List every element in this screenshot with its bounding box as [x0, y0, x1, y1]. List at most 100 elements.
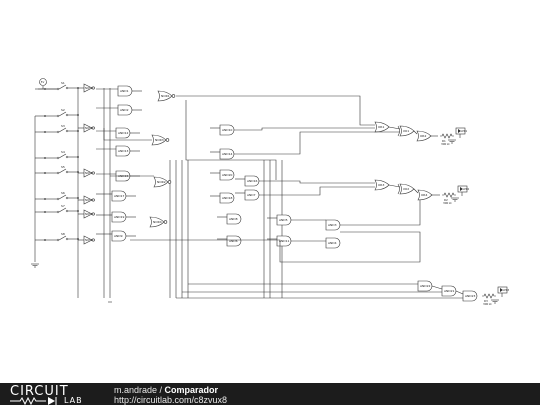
- led-label: LED3: [503, 289, 510, 292]
- gate-label: AND10: [222, 128, 233, 132]
- and-gate-and11[interactable]: AND11: [276, 235, 292, 247]
- junction-dot: [44, 198, 46, 200]
- and-gate-and4[interactable]: AND4: [325, 237, 341, 249]
- gate-label: AND7: [247, 193, 256, 197]
- not-gate-not5[interactable]: NOT5: [83, 209, 95, 219]
- switch-s3[interactable]: S3: [56, 124, 69, 134]
- and-gate-and22[interactable]: AND22: [417, 280, 433, 292]
- and-gate-and1[interactable]: AND1: [117, 85, 133, 97]
- gate-label: AND22: [420, 284, 431, 288]
- and-gate-and9[interactable]: AND9: [111, 230, 127, 242]
- or-gate-or3[interactable]: OR3: [374, 179, 390, 191]
- gate-label: AND9: [114, 234, 123, 238]
- xor-gate-xo1[interactable]: XO1: [397, 125, 415, 137]
- logo-circuit-text: CIRCUIT: [10, 384, 69, 399]
- and-gate-and23[interactable]: AND23: [462, 290, 478, 302]
- voltage-source[interactable]: 5V: [39, 78, 47, 86]
- credit-separator: /: [157, 385, 165, 395]
- wire: [103, 128, 152, 141]
- and-gate-and18[interactable]: AND18: [219, 192, 235, 204]
- nor-gate-nor4[interactable]: NOR4: [149, 216, 168, 228]
- switch-s1[interactable]: S1: [56, 81, 69, 91]
- and-gate-and20[interactable]: AND20: [219, 169, 235, 181]
- led-label: LED1: [461, 130, 468, 133]
- resistor-value: 300 Ω: [443, 201, 452, 205]
- junction-dot: [44, 115, 46, 117]
- and-gate-and16[interactable]: AND16: [244, 175, 260, 187]
- ground-icon: [31, 263, 39, 268]
- and-gate-and10[interactable]: AND10: [219, 124, 235, 136]
- and-gate-and2[interactable]: AND2: [117, 104, 133, 116]
- resistor-label: R3: [484, 299, 488, 303]
- and-gate-and17[interactable]: AND17: [111, 190, 127, 202]
- switch-s2[interactable]: S2: [56, 108, 69, 118]
- ground-icon: [491, 299, 499, 304]
- not-gate-not6[interactable]: NOT6: [83, 235, 95, 245]
- and-gate-and21[interactable]: AND21: [441, 285, 457, 297]
- and-gate-and13[interactable]: AND13: [115, 145, 131, 157]
- and-gate-and5[interactable]: AND5: [276, 214, 292, 226]
- logo-wire-icon: [10, 396, 57, 405]
- switch-s6[interactable]: S6: [56, 191, 69, 201]
- wire: [185, 100, 277, 180]
- nor-gate-nor2[interactable]: NOR2: [153, 176, 172, 188]
- gate-label: NOR1: [161, 94, 170, 98]
- wire: [259, 186, 375, 196]
- or-gate-or4[interactable]: OR4: [417, 189, 433, 201]
- junction-dot: [44, 157, 46, 159]
- and-gate-and3[interactable]: AND3: [325, 219, 341, 231]
- and-gate-and19[interactable]: AND19: [111, 211, 127, 223]
- gate-label: XO2: [403, 187, 409, 191]
- resistor-value: 300 Ω: [483, 302, 492, 306]
- gate-label: AND2: [120, 108, 129, 112]
- circuit-url-link[interactable]: http://circuitlab.com/c8zvux8: [114, 395, 228, 405]
- or-gate-or2[interactable]: OR2: [416, 130, 432, 142]
- led-label: LED2: [463, 188, 470, 191]
- not-gate-not3[interactable]: NOT3: [83, 168, 95, 178]
- gate-label: NOT2: [85, 126, 93, 130]
- and-gate-and12[interactable]: AND12: [115, 127, 131, 139]
- xor-gate-xo2[interactable]: XO2: [397, 183, 415, 195]
- led-led3[interactable]: LED3: [497, 286, 510, 294]
- switch-label: S1: [61, 81, 65, 85]
- gate-label: AND13: [118, 149, 129, 153]
- gate-label: AND19: [114, 215, 125, 219]
- gate-label: AND21: [444, 289, 455, 293]
- nor-gate-nor1[interactable]: NOR1: [157, 90, 176, 102]
- switch-s4[interactable]: S4: [56, 150, 69, 160]
- switch-s7[interactable]: S7: [56, 204, 69, 214]
- not-gate-not4[interactable]: NOT4: [83, 195, 95, 205]
- author-link[interactable]: m.andrade: [114, 385, 158, 395]
- not-gate-not1[interactable]: NOT1: [83, 83, 95, 93]
- junction-dot: [44, 211, 46, 213]
- gate-label: AND23: [465, 294, 476, 298]
- led-led2[interactable]: LED2: [457, 185, 470, 193]
- switch-s8[interactable]: S8: [56, 232, 69, 242]
- switch-s5[interactable]: S5: [56, 165, 69, 175]
- ground-icon: [451, 197, 459, 202]
- or-gate-or1[interactable]: OR1: [374, 121, 390, 133]
- gate-label: NOT3: [85, 171, 93, 175]
- and-gate-and14[interactable]: AND14: [219, 148, 235, 160]
- junction-dot: [44, 172, 46, 174]
- and-gate-and7[interactable]: AND7: [244, 189, 260, 201]
- and-gate-and6[interactable]: AND6: [226, 235, 242, 247]
- supply-label: 5V: [41, 80, 45, 84]
- junction-dot: [44, 239, 46, 241]
- wire: [431, 285, 443, 290]
- nor-gate-nor3[interactable]: NOR3: [151, 134, 170, 146]
- gate-label: NOT5: [85, 212, 93, 216]
- gate-label: AND16: [247, 179, 258, 183]
- wire: [413, 130, 418, 135]
- wire: [130, 231, 421, 263]
- circuitlab-logo[interactable]: CIRCUIT LAB: [10, 385, 102, 405]
- gate-label: OR4: [421, 193, 427, 197]
- gate-label: NOT4: [85, 198, 93, 202]
- led-led1[interactable]: LED1: [455, 127, 468, 135]
- not-gate-not2[interactable]: NOT2: [83, 123, 95, 133]
- wire: [388, 126, 401, 130]
- and-gate-and8[interactable]: AND8: [226, 213, 242, 225]
